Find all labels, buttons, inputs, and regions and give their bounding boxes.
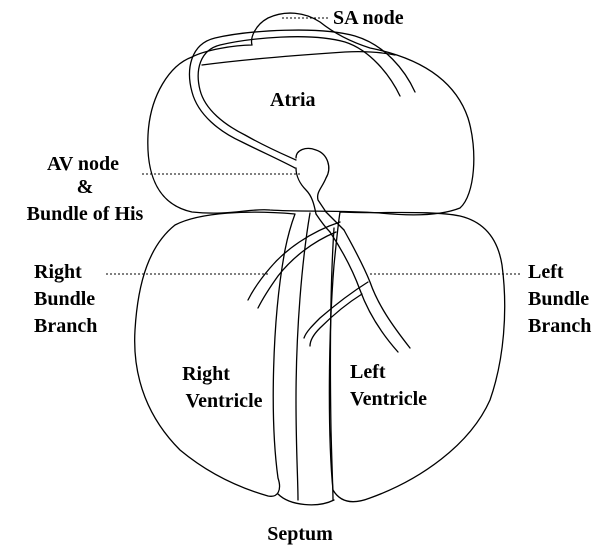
left-bundle-branch-label-1: Left xyxy=(528,261,564,283)
left-bundle-branch-inner xyxy=(330,232,398,352)
right-ventricle-outline xyxy=(135,212,295,496)
atria-label: Atria xyxy=(270,89,316,111)
right-bundle-branch-label-3: Branch xyxy=(34,315,97,337)
bundle-of-his-right xyxy=(326,212,344,230)
av-node-ampersand: & xyxy=(77,176,94,198)
atria-outline xyxy=(148,13,474,215)
left-ventricle-outline xyxy=(329,212,504,502)
left-bundle-branch-label-2: Bundle xyxy=(528,288,589,310)
right-ventricle-label-2: Ventricle xyxy=(185,390,262,412)
av-node-label: AV node xyxy=(47,153,119,175)
left-ventricle-label-2: Ventricle xyxy=(350,388,427,410)
left-ventricle-label-1: Left xyxy=(350,361,386,383)
bundle-of-his-label: Bundle of His xyxy=(27,203,144,225)
right-bundle-branch-label-2: Bundle xyxy=(34,288,95,310)
left-bundle-branch-label-3: Branch xyxy=(528,315,591,337)
left-fascicle-upper xyxy=(304,282,368,338)
sa-node-label: SA node xyxy=(333,7,404,29)
av-node xyxy=(296,148,329,212)
septum-base xyxy=(278,494,334,505)
left-bundle-branch-outer xyxy=(344,230,410,348)
right-bundle-branch-outer xyxy=(248,222,340,300)
septum-label: Septum xyxy=(267,523,333,545)
right-bundle-branch-label-1: Right xyxy=(34,261,82,283)
septum-left-wall xyxy=(296,213,310,500)
av-node-lower xyxy=(296,168,316,214)
right-ventricle-label-1: Right xyxy=(182,363,230,385)
